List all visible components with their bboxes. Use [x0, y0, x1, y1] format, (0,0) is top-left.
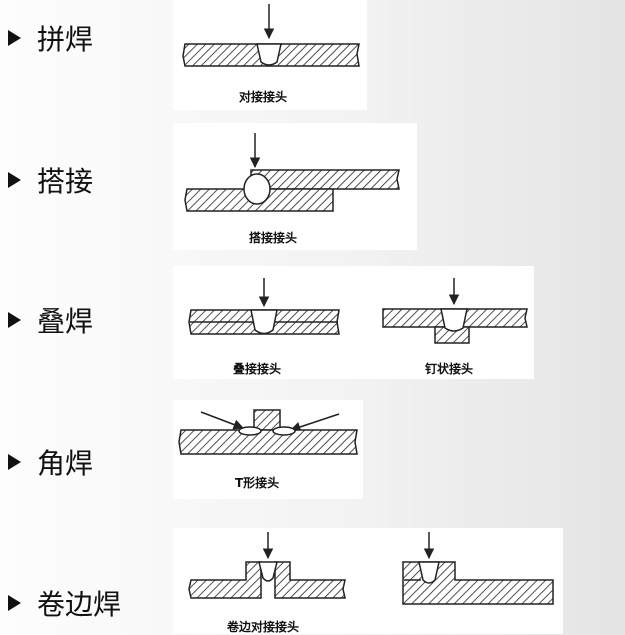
- right-weld-arrow: [290, 413, 340, 432]
- row-label-fillet: 角焊: [8, 442, 93, 482]
- butt-joint-diagram: [182, 4, 360, 67]
- upper-plate: [250, 169, 400, 190]
- caption-flange-joint: 卷边对接接头: [227, 620, 300, 634]
- row-title: 搭接: [37, 165, 94, 198]
- arrow-bullet-icon: [8, 595, 21, 611]
- arrow-bullet-icon: [8, 312, 21, 328]
- vertical-stem: [253, 409, 281, 431]
- caption-butt-joint: 对接接头: [239, 90, 288, 104]
- arrow-bullet-icon: [8, 454, 21, 470]
- left-weld: [238, 426, 262, 436]
- lap-joint-panel: 搭接接头: [173, 123, 417, 250]
- base-plate: [178, 429, 358, 455]
- caption-stack-joint: 叠接接头: [233, 362, 282, 376]
- row-label-butt: 拼焊: [8, 18, 93, 58]
- right-flange: [274, 561, 346, 599]
- weld-nugget: [440, 308, 468, 332]
- t-joint-panel: T形接头: [173, 400, 363, 499]
- caption-lap-joint: 搭接接头: [249, 231, 298, 245]
- left-weld-arrow: [200, 411, 244, 430]
- weld-nugget: [243, 173, 271, 205]
- arrow-bullet-icon: [8, 30, 21, 46]
- flange-joint-panel: 卷边对接接头: [173, 528, 563, 634]
- stack-joint-panel: 叠接接头 钉状接头: [173, 266, 534, 379]
- butt-joint-panel: 对接接头: [173, 0, 367, 110]
- arrow-bullet-icon: [8, 172, 21, 188]
- row-label-stack: 叠焊: [8, 300, 93, 340]
- stack-joint-diagram: [188, 278, 528, 344]
- row-label-flange: 卷边焊: [8, 583, 121, 623]
- weld-nugget: [256, 43, 282, 66]
- lap-joint-diagram: [184, 133, 400, 212]
- caption-t-joint: T形接头: [235, 476, 280, 490]
- t-joint-diagram: [178, 409, 358, 455]
- left-flange: [188, 561, 262, 599]
- flange-joint-diagram: [188, 532, 554, 605]
- weld-nugget: [418, 561, 440, 584]
- row-title: 拼焊: [37, 23, 94, 56]
- caption-plug-joint: 钉状接头: [425, 362, 474, 376]
- weld-nugget: [250, 309, 278, 335]
- row-label-lap: 搭接: [8, 160, 93, 200]
- row-title: 角焊: [37, 447, 94, 480]
- weld-nugget: [258, 561, 278, 582]
- row-title: 卷边焊: [37, 588, 122, 621]
- row-title: 叠焊: [37, 305, 94, 338]
- right-weld: [272, 426, 296, 436]
- edge-plate: [402, 561, 554, 605]
